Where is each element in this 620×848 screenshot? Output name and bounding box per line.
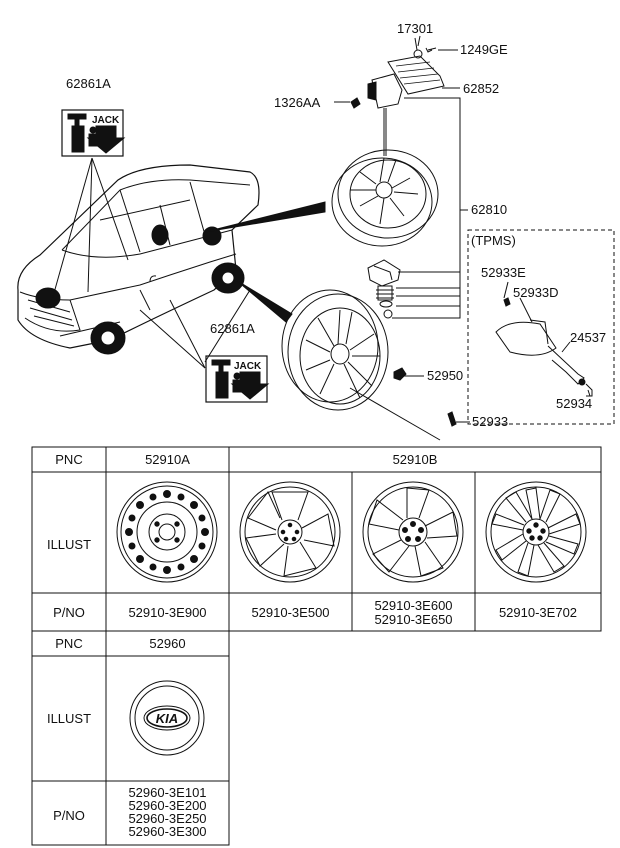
carrier-parts (367, 259, 401, 319)
table-2-grid (31, 630, 230, 846)
valve (447, 411, 457, 427)
hub-cap-logo: KIA (156, 711, 178, 726)
hub-cap-icon (129, 680, 205, 756)
callout-52933: 52933 (472, 414, 509, 429)
tpms-leader-lines (503, 281, 591, 397)
callout-62861a-bottom: 62861A (210, 321, 255, 336)
hanger-bracket (350, 37, 445, 156)
jack-decal-bottom: JACK (205, 355, 270, 403)
table1-pno-3e702: 52910-3E702 (498, 605, 578, 620)
table1-pnc-52910a: 52910A (145, 452, 190, 467)
table1-pno-3e900: 52910-3E900 (128, 605, 207, 620)
table1-pnc-label: PNC (55, 452, 83, 467)
callout-leader-lines (334, 35, 470, 441)
alloy-wheel-twist-icon (362, 481, 464, 583)
table2-pnc-52960: 52960 (149, 636, 186, 651)
table2-pno-3e101: 52960-3E101 (128, 785, 207, 800)
callout-52950: 52950 (427, 368, 464, 383)
callout-1326aa: 1326AA (274, 95, 321, 110)
callout-52933e: 52933E (481, 265, 526, 280)
table1-pno-3e650: 52910-3E650 (374, 612, 453, 627)
jack-decal-top: JACK (61, 109, 126, 157)
table1-pno-3e600: 52910-3E600 (374, 598, 453, 613)
callout-17301: 17301 (397, 21, 434, 36)
svg-text:JACK: JACK (234, 361, 262, 372)
table2-pnc-label: PNC (55, 636, 83, 651)
table2-illust-label: ILLUST (46, 711, 92, 726)
table2-pno-3e250: 52960-3E250 (128, 811, 207, 826)
road-wheel-leader (235, 279, 293, 323)
alloy-wheel-10spoke-icon (485, 481, 587, 583)
callout-52934: 52934 (556, 396, 593, 411)
tpms-label: (TPMS) (471, 233, 516, 248)
tpms-sensor (495, 297, 593, 397)
table-1-grid (31, 446, 602, 632)
lug-nut (393, 367, 407, 381)
spare-wheel-illustration (331, 149, 439, 247)
jack-leader-lines (51, 157, 251, 369)
callout-62861a-top: 62861A (66, 76, 111, 91)
callout-52933d: 52933D (513, 285, 559, 300)
table1-illust-label: ILLUST (46, 537, 92, 552)
callout-24537: 24537 (570, 330, 607, 345)
table1-pno-label: P/NO (53, 605, 85, 620)
spare-wheel-leader (204, 201, 326, 233)
svg-text:JACK: JACK (92, 115, 120, 126)
steel-wheel-icon (116, 481, 218, 583)
table1-pno-3e500: 52910-3E500 (251, 605, 330, 620)
callout-62852: 62852 (463, 81, 500, 96)
table1-pnc-52910b: 52910B (392, 452, 438, 467)
table2-pno-3e300: 52960-3E300 (128, 824, 207, 839)
callout-62810: 62810 (471, 202, 508, 217)
alloy-wheel-5spoke-icon (239, 481, 341, 583)
callout-1249ge: 1249GE (460, 42, 508, 57)
road-wheel-illustration (281, 289, 389, 411)
table2-pno-label: P/NO (53, 808, 85, 823)
tpms-box (467, 229, 615, 425)
table2-pno-3e200: 52960-3E200 (128, 798, 207, 813)
